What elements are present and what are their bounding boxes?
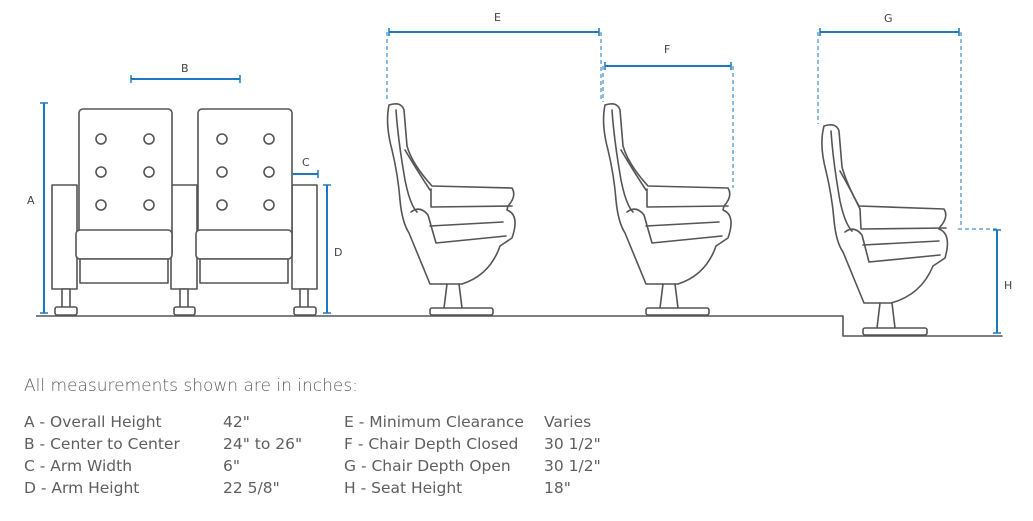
front-chair1-seat [75,229,173,260]
front-chair2-seat-base [199,258,289,284]
spec-value: 30 1/2" [544,435,601,453]
front-chair1-seat-base [79,258,169,284]
dim-label-f: F [664,43,670,56]
front-view-chairs [36,108,843,317]
front-right-arm [291,184,318,290]
front-leg-middle [179,288,189,310]
spec-value: 24" to 26" [223,435,303,453]
front-leg-left [61,288,71,310]
front-chair2-seat [195,229,293,260]
dim-label-h: H [1004,279,1012,292]
spec-value: Varies [544,413,592,431]
front-middle-arm [170,184,198,290]
spec-label: A - Overall Height [24,413,162,431]
spec-label: C - Arm Width [24,457,133,475]
spec-label: F - Chair Depth Closed [344,435,519,453]
dim-label-e: E [494,11,501,24]
extension-lines [386,32,1000,230]
spec-value: 30 1/2" [544,457,601,475]
spec-value: 6" [223,457,240,475]
front-foot-left [54,306,78,316]
measurement-note: All measurements shown are in inches: [24,376,358,396]
spec-label: D - Arm Height [24,479,140,497]
front-foot-middle [173,306,196,316]
front-foot-right [293,306,317,316]
spec-value: 18" [544,479,571,497]
spec-label: E - Minimum Clearance [344,413,524,431]
dim-label-g: G [884,12,893,25]
front-left-arm [51,184,78,290]
chair-dimension-diagram: A B C D E F G H [27,11,1012,337]
side-view-chair-3-open [821,124,1003,337]
spec-label: G - Chair Depth Open [344,457,511,475]
spec-label: B - Center to Center [24,435,180,453]
dim-label-c: C [302,156,310,169]
spec-table: A - Overall Height 42" B - Center to Cen… [24,411,624,501]
dimension-lines [40,28,1001,334]
side-view-chair-2 [602,103,732,316]
side-view-chair-1 [386,103,516,316]
dim-label-b: B [181,62,189,75]
spec-value: 22 5/8" [223,479,280,497]
dim-label-a: A [27,194,35,207]
front-leg-right [299,288,309,310]
spec-value: 42" [223,413,250,431]
spec-label: H - Seat Height [344,479,463,497]
dim-label-d: D [334,246,342,259]
